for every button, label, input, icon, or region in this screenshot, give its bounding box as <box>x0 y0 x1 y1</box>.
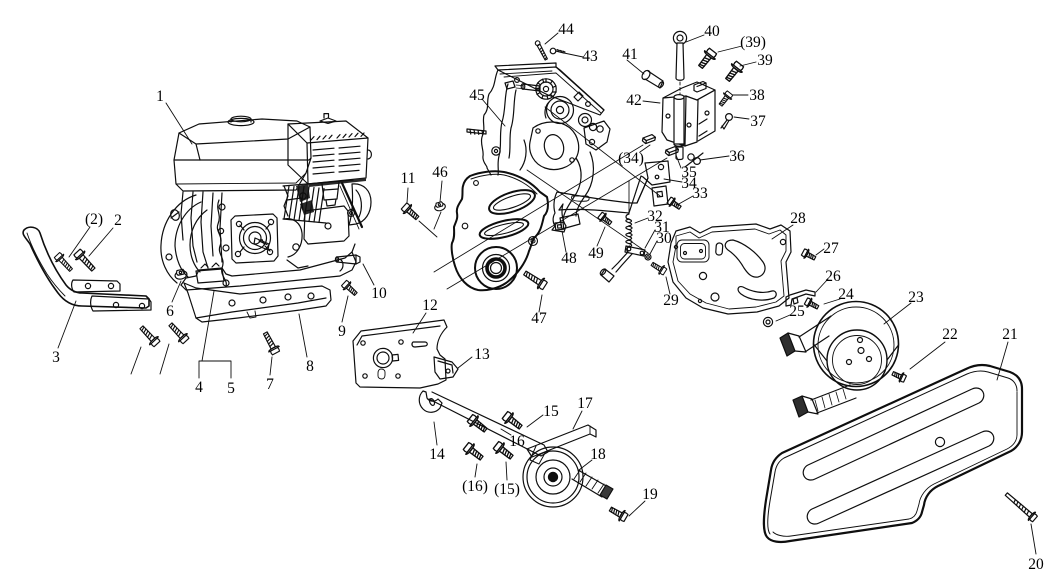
svg-text:43: 43 <box>582 48 598 65</box>
svg-text:8: 8 <box>306 358 314 375</box>
svg-text:15: 15 <box>543 403 559 420</box>
svg-text:39: 39 <box>757 52 773 69</box>
svg-text:27: 27 <box>823 240 839 257</box>
svg-text:35: 35 <box>681 164 697 181</box>
svg-text:22: 22 <box>942 326 958 343</box>
svg-text:1: 1 <box>156 88 164 105</box>
svg-text:7: 7 <box>266 376 274 393</box>
svg-text:32: 32 <box>647 208 663 225</box>
svg-text:30: 30 <box>656 230 672 247</box>
svg-text:38: 38 <box>749 87 765 104</box>
svg-text:(34): (34) <box>618 150 644 167</box>
svg-text:26: 26 <box>825 268 841 285</box>
svg-text:47: 47 <box>531 310 547 327</box>
svg-text:4: 4 <box>195 379 203 396</box>
svg-text:49: 49 <box>588 245 604 262</box>
svg-text:34: 34 <box>681 175 697 192</box>
svg-text:24: 24 <box>838 286 854 303</box>
svg-text:23: 23 <box>908 289 924 306</box>
svg-text:40: 40 <box>704 23 720 40</box>
svg-text:44: 44 <box>558 21 574 38</box>
svg-text:(2): (2) <box>85 211 103 228</box>
svg-text:14: 14 <box>429 446 445 463</box>
svg-text:46: 46 <box>432 164 448 181</box>
svg-text:20: 20 <box>1028 556 1044 573</box>
svg-text:48: 48 <box>561 250 577 267</box>
svg-text:11: 11 <box>401 170 416 187</box>
svg-text:19: 19 <box>642 486 658 503</box>
svg-text:45: 45 <box>469 87 485 104</box>
svg-text:21: 21 <box>1002 326 1018 343</box>
svg-text:3: 3 <box>52 349 60 366</box>
svg-text:2: 2 <box>114 212 122 229</box>
svg-text:37: 37 <box>750 113 766 130</box>
svg-text:25: 25 <box>789 303 805 320</box>
svg-text:12: 12 <box>422 297 438 314</box>
svg-text:36: 36 <box>729 148 745 165</box>
svg-text:6: 6 <box>166 303 174 320</box>
svg-text:28: 28 <box>790 210 806 227</box>
svg-text:5: 5 <box>227 380 235 397</box>
svg-text:13: 13 <box>474 346 490 363</box>
svg-text:17: 17 <box>577 395 593 412</box>
svg-text:29: 29 <box>663 292 679 309</box>
svg-text:(15): (15) <box>494 481 520 498</box>
svg-text:41: 41 <box>622 46 638 63</box>
svg-text:18: 18 <box>590 446 606 463</box>
svg-text:10: 10 <box>371 285 387 302</box>
svg-text:31: 31 <box>654 219 670 236</box>
svg-text:16: 16 <box>509 433 525 450</box>
svg-text:(16): (16) <box>462 478 488 495</box>
svg-text:9: 9 <box>338 323 346 340</box>
svg-text:42: 42 <box>626 92 642 109</box>
svg-text:33: 33 <box>692 185 708 202</box>
svg-text:(39): (39) <box>740 34 766 51</box>
